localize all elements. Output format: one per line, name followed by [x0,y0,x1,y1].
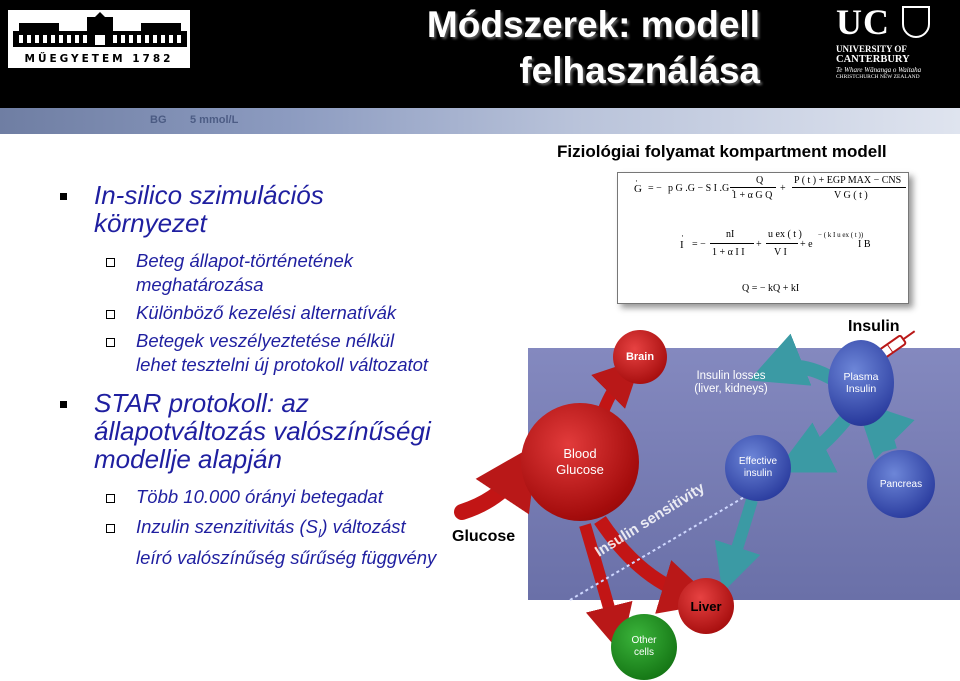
sub-bullet-line: Különböző kezelési alternatívák [136,302,397,323]
effective-insulin-label: Effective insulin [738,456,778,479]
liver-label: Liver [690,598,722,614]
plus-sign: + [756,239,762,250]
bullet-1-text: In-silico szimulációs környezet [94,181,324,237]
effective-insulin-node: Effective insulin [725,435,791,501]
sub-bullet-line: Több 10.000 órányi betegadat [136,486,383,507]
eq2-tail2: I B [858,239,871,250]
slide-title-line2: felhasználása [519,50,760,91]
bullet-2-line: állapotváltozás valószínűségi [94,416,431,446]
sub-bullet-line: leíró valószínűség sűrűség függvény [136,546,437,568]
eq1-frac1-num: Q [756,175,764,186]
eq2-frac2-num: u ex ( t ) [768,229,802,240]
insulin-loss-arrow [748,333,839,387]
bullet-square [60,193,67,200]
pancreas-node: Pancreas [867,450,935,518]
glucose-to-liver-arrow [594,516,717,614]
bullet-box [106,310,115,319]
bme-building-icon [13,12,187,47]
eq2-frac1-den: 1 + α I I [712,247,745,258]
brain-label: Brain [625,351,655,363]
sub-bullet-line: Betegek veszélyeztetése nélkül [136,330,395,351]
glucose-to-cells-arrow [579,523,633,654]
eq-sign: = − [648,183,662,194]
diagram-title: Fiziológiai folyamat kompartment modell [557,142,887,161]
bullet-2-text: STAR protokoll: az állapotváltozás valós… [94,389,431,473]
fraction-bar [792,187,906,188]
liver-node: Liver [678,578,734,634]
bullet-2-line: modellje alapján [94,444,282,474]
eq1-frac2-num: P ( t ) + EGP MAX − CNS [794,175,902,186]
eq1-frac2-den: V G ( t ) [834,190,868,201]
header-stripe: BG 5 mmol/L [0,108,960,134]
sub-bullet-line: Inzulin szenzitivitás (SI) változást [136,516,406,541]
eq2-frac1-num: nI [726,229,735,240]
slide-header: MŰEGYETEM 1782 Módszerek: modell felhasz… [0,0,960,108]
sub-bullet-text: Különböző kezelési alternatívák [136,301,396,325]
sub-bullet-text: Több 10.000 órányi betegadat [136,485,383,509]
effective-to-liver-arrow [714,498,761,593]
uc-logo-abbr: UC [836,2,890,42]
plus-sign: + [780,183,786,194]
sub-bullet-text: Inzulin szenzitivitás (SI) változást leí… [136,515,436,570]
pancreas-label: Pancreas [879,478,923,490]
bullet-box [106,494,115,503]
slide-title-line1: Módszerek: modell [426,4,760,45]
dot-mark: · [635,176,638,186]
uc-logo-line2: CANTERBURY [836,54,910,65]
bullet-1-line: In-silico szimulációs [94,180,324,210]
fraction-bar [710,243,754,244]
uc-logo: UC UNIVERSITY OF CANTERBURY Te Whare Wān… [832,2,952,80]
plasma-insulin-node: Plasma Insulin [828,340,894,426]
glucose-label: Glucose [452,528,516,545]
sub-bullet-text: Beteg állapot-történetének meghatározása [136,249,353,297]
eq1-frac1-den: 1 + α G Q [732,190,773,201]
uc-crest-icon [902,6,930,38]
bullet-box [106,524,115,533]
uc-logo-line1: UNIVERSITY OF [836,44,907,54]
bme-logo: MŰEGYETEM 1782 [8,10,190,68]
brain-node: Brain [613,330,667,384]
uc-logo-line4: CHRISTCHURCH NEW ZEALAND [836,74,920,80]
plasma-insulin-label: Plasma Insulin [843,371,879,395]
glucose-input-arrow [454,443,538,520]
bullet-box [106,338,115,347]
other-cells-node: Other cells [611,614,677,680]
eq2-frac2-den: V I [774,247,787,258]
insulin-losses-label: Insulin losses (liver, kidneys) [694,370,768,395]
plasma-to-effective-arrow [774,415,851,473]
sub-bullet-text: Betegek veszélyeztetése nélkül lehet tes… [136,329,428,377]
eq2-tail: + e [800,239,813,250]
fraction-bar [730,187,776,188]
pancreas-to-plasma-arrow [855,400,915,460]
sub-bullet-line: lehet tesztelni új protokoll változatot [136,354,429,375]
bullet-box [106,258,115,267]
bme-logo-caption: MŰEGYETEM 1782 [24,53,174,65]
bullet-2-line: STAR protokoll: az [94,388,309,418]
sub-bullet-line: meghatározása [136,274,264,295]
sub-bullet-line: Beteg állapot-történetének [136,250,354,271]
stripe-text: 5 mmol/L [190,114,239,126]
bullet-square [60,401,67,408]
eq2-lhs: I [680,239,684,251]
insulin-label: Insulin [848,318,900,335]
eq1-lhs: G [634,183,642,195]
blood-glucose-label: Blood Glucose [556,446,604,477]
equation-box: G · = − p G .G − S I .G . Q 1 + α G Q + … [617,172,909,304]
other-cells-label: Other cells [631,635,657,658]
bullet-1-line: környezet [94,208,207,238]
eq1-rhs: p G .G − S I .G . [668,183,735,194]
eq2-exponent: − ( k I u ex ( t )) [818,231,864,239]
blood-glucose-node: Blood Glucose [521,403,639,521]
slide-title: Módszerek: modell felhasználása [427,2,760,94]
dot-mark: · [681,231,684,241]
stripe-text: BG [150,114,167,126]
eq3: Q = − kQ + kI [742,283,800,294]
eq-sign: = − [692,239,706,250]
fraction-bar [766,243,798,244]
uc-logo-line3: Te Whare Wānanga o Waitaha [836,66,922,74]
